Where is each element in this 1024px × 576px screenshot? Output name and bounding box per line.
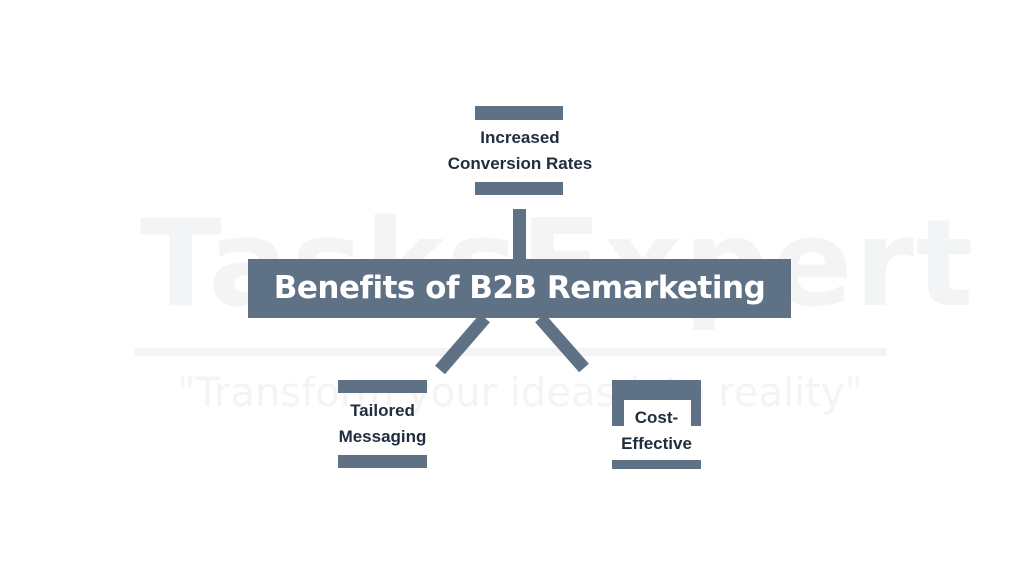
benefit-cost-effective: Cost- Effective (590, 405, 723, 457)
connector-top (513, 209, 526, 261)
benefit-line: Cost- (634, 408, 679, 427)
diagram-title: Benefits of B2B Remarketing (248, 259, 791, 318)
left-node-bar-top (338, 380, 427, 393)
right-node-frame-cutout (624, 400, 691, 430)
top-node-bar-top (475, 106, 563, 120)
benefit-line: Increased (480, 128, 560, 147)
benefit-tailored-messaging: Tailored Messaging (300, 398, 465, 450)
left-node-bar-bottom (338, 455, 427, 468)
watermark-divider (135, 348, 887, 356)
connector-left (435, 313, 490, 375)
right-node-bar-bottom (612, 460, 701, 469)
benefit-line: Effective (621, 434, 692, 453)
top-node-bar-bottom (475, 182, 563, 195)
benefit-line: Conversion Rates (447, 154, 593, 173)
connector-right (535, 313, 589, 373)
benefit-line: Messaging (338, 427, 427, 446)
benefit-line: Tailored (350, 401, 415, 420)
benefit-conversion-rates: Increased Conversion Rates (420, 125, 620, 177)
watermark-tagline: "Transform your ideas into reality" (177, 370, 863, 416)
